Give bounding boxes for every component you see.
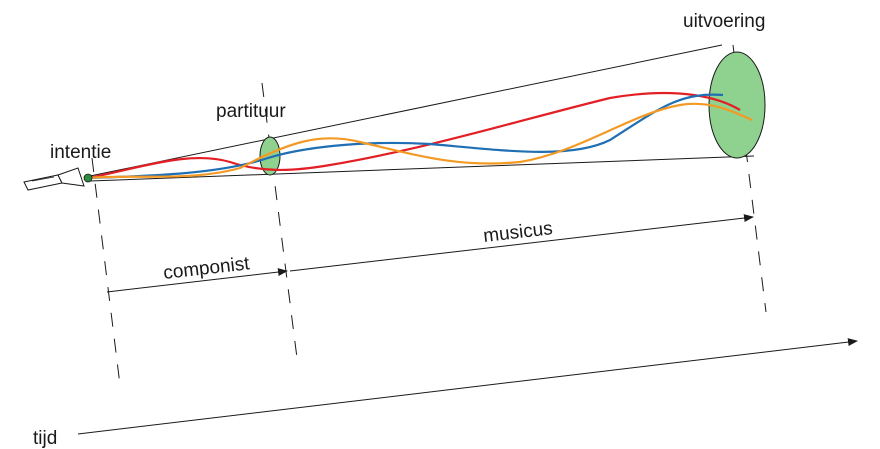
label-performance: uitvoering bbox=[683, 11, 765, 32]
orange-interpretation-curve bbox=[87, 102, 753, 180]
dashed-marker-intention bbox=[91, 157, 121, 386]
label-time: tijd bbox=[33, 428, 57, 449]
label-musician: musicus bbox=[482, 218, 554, 247]
label-composer: componist bbox=[162, 253, 251, 284]
performance-disc bbox=[708, 51, 766, 159]
label-score: partituur bbox=[216, 101, 286, 122]
musician-arrow bbox=[289, 214, 754, 272]
cone-upper-edge bbox=[89, 44, 723, 177]
red-interpretation-curve bbox=[87, 92, 741, 180]
dashed-marker-score bbox=[261, 82, 298, 359]
time-arrow bbox=[77, 338, 858, 435]
emitter-dot bbox=[83, 173, 93, 183]
score-disc bbox=[259, 136, 281, 176]
cone-lower-edge bbox=[89, 155, 755, 182]
flashlight-icon bbox=[23, 167, 85, 191]
blue-interpretation-curve bbox=[87, 93, 724, 180]
label-intention: intentie bbox=[50, 142, 111, 163]
dashed-marker-performance bbox=[732, 44, 767, 313]
composer-arrow bbox=[106, 268, 288, 293]
